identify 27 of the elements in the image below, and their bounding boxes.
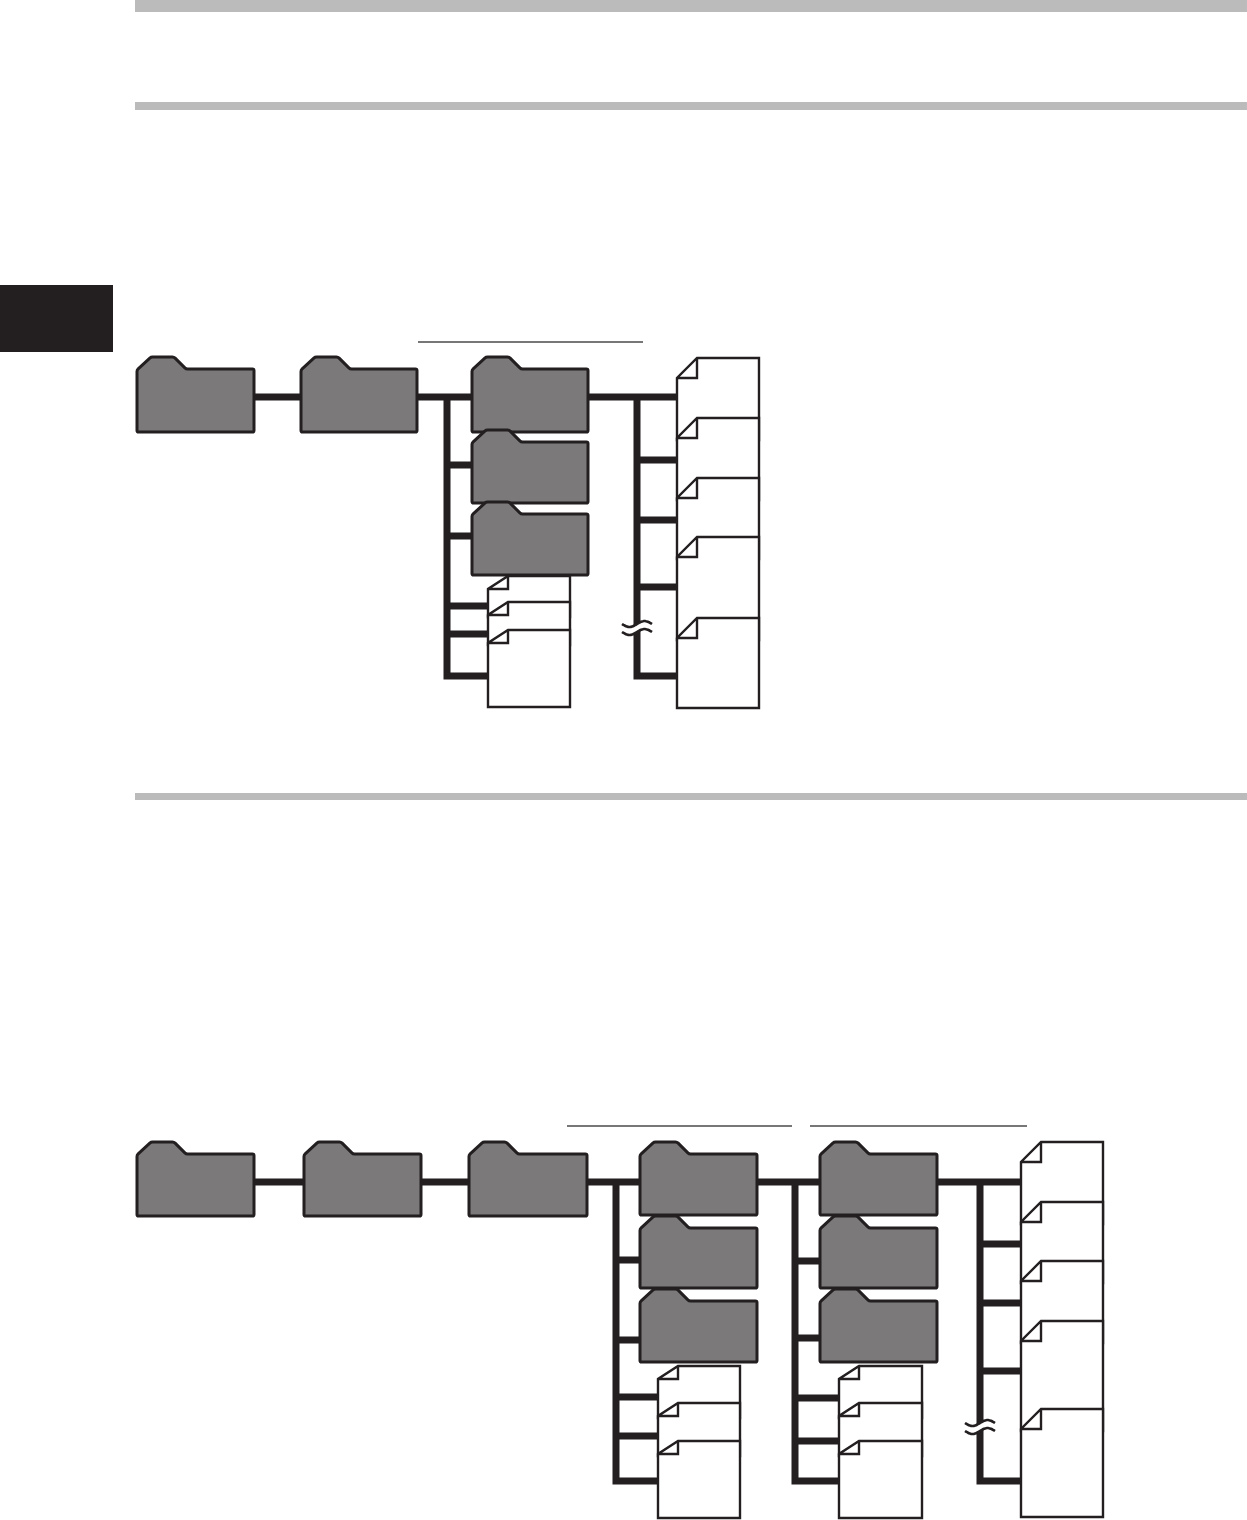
folder-icon bbox=[135, 1140, 256, 1218]
connector-line bbox=[757, 1178, 839, 1485]
connector-line bbox=[254, 1178, 304, 1186]
folder-icon bbox=[135, 355, 256, 434]
folder-icon bbox=[470, 428, 590, 505]
folder-icon bbox=[638, 1214, 759, 1290]
folder-icon bbox=[818, 1287, 939, 1364]
connector-line bbox=[421, 1178, 469, 1186]
folder-icon bbox=[467, 1140, 589, 1218]
connector-line bbox=[254, 393, 301, 401]
connector-line bbox=[588, 393, 677, 680]
file-icon bbox=[837, 1439, 924, 1520]
file-icon bbox=[486, 628, 572, 709]
folder-icon bbox=[638, 1140, 759, 1217]
folder-icon bbox=[302, 1140, 423, 1218]
connector-line bbox=[937, 1178, 1021, 1485]
folder-icon bbox=[299, 355, 419, 434]
folder-icon bbox=[470, 355, 590, 434]
folder-icon bbox=[818, 1140, 939, 1217]
folder-icon bbox=[818, 1214, 939, 1290]
file-icon bbox=[1019, 1407, 1105, 1519]
file-icon bbox=[656, 1439, 742, 1520]
folder-icon bbox=[638, 1287, 759, 1364]
connector-line bbox=[417, 393, 488, 680]
file-icon bbox=[675, 616, 761, 710]
connector-line bbox=[587, 1178, 658, 1485]
folder-icon bbox=[470, 500, 590, 577]
